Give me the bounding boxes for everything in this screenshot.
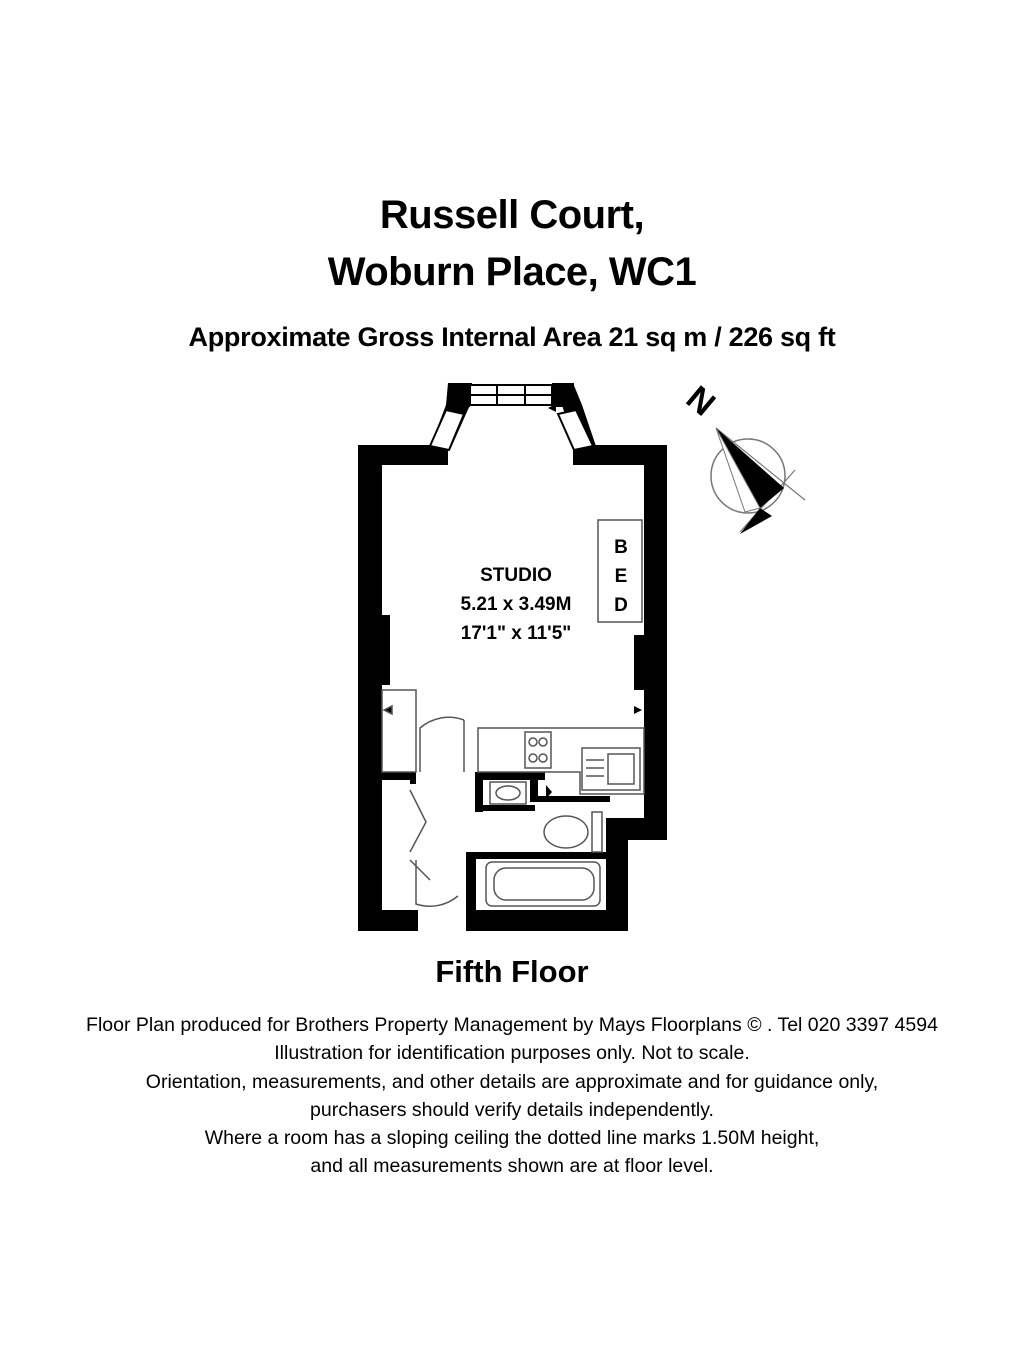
wall-pier-right xyxy=(634,635,652,690)
wall-top-left xyxy=(358,445,448,465)
bay-window xyxy=(428,384,595,452)
disclaimer-line-4: purchasers should verify details indepen… xyxy=(310,1098,714,1121)
toilet xyxy=(591,811,603,853)
bed-letter-e: E xyxy=(615,566,628,587)
bath-wall-left-lower xyxy=(466,855,476,931)
window-mullion-left xyxy=(448,383,470,407)
room-dimensions-imperial: 17'1" x 11'5" xyxy=(461,623,572,644)
disclaimer-line-3: Orientation, measurements, and other det… xyxy=(145,1070,879,1093)
room-dimensions-metric: 5.21 x 3.49M xyxy=(461,594,572,615)
compass-icon: N xyxy=(679,379,806,534)
property-name-line2: Woburn Place, WC1 xyxy=(327,250,697,294)
disclaimer-line-1: Floor Plan produced for Brothers Propert… xyxy=(86,1014,938,1036)
hall-wall xyxy=(382,772,416,780)
bed-outline xyxy=(597,519,643,623)
bath-wall-left xyxy=(475,772,483,812)
gross-internal-area: Approximate Gross Internal Area 21 sq m … xyxy=(188,322,836,352)
basin xyxy=(489,781,527,805)
compass-north-label: N xyxy=(679,379,722,424)
wall-left xyxy=(358,445,382,931)
fixtures xyxy=(381,519,645,907)
bath-wall-mid2 xyxy=(530,796,610,802)
small-markers xyxy=(546,404,642,799)
bath-wall-inner xyxy=(530,772,538,802)
door-swing-cupboard xyxy=(409,789,427,853)
kitchen-counter xyxy=(477,727,645,795)
sink xyxy=(581,747,641,791)
door-swing-studio xyxy=(419,716,465,772)
window-mullion-right xyxy=(552,383,574,407)
wall-right xyxy=(644,445,667,840)
walls xyxy=(358,383,667,931)
disclaimer-line-5: Where a room has a sloping ceiling the d… xyxy=(204,1127,820,1150)
property-name-line1: Russell Court, xyxy=(379,193,645,237)
bath xyxy=(485,861,601,907)
hob xyxy=(524,731,552,769)
window-pane-right xyxy=(556,408,595,452)
room-label-studio: STUDIO xyxy=(480,565,552,586)
wall-pier-left xyxy=(372,615,390,685)
disclaimer-line-6: and all measurements shown are at floor … xyxy=(310,1155,714,1178)
disclaimer: Floor Plan produced for Brothers Propert… xyxy=(0,1011,1024,1181)
wall-right-lower xyxy=(606,818,628,931)
window-pane-left xyxy=(428,408,466,452)
wall-bottom-left xyxy=(358,910,418,931)
bath-wall-divider xyxy=(466,852,606,859)
door-swing-entrance xyxy=(415,860,459,907)
bath-wall-top xyxy=(475,772,545,780)
bath-wall-mid xyxy=(475,805,535,811)
cupboard-wall xyxy=(410,772,416,784)
wardrobe xyxy=(381,689,417,773)
bed-letter-b: B xyxy=(614,537,628,558)
disclaimer-line-2: Illustration for identification purposes… xyxy=(274,1042,750,1065)
bed-letter-d: D xyxy=(614,595,628,616)
floor-label: Fifth Floor xyxy=(435,954,589,989)
wall-bottom-right xyxy=(467,910,628,931)
